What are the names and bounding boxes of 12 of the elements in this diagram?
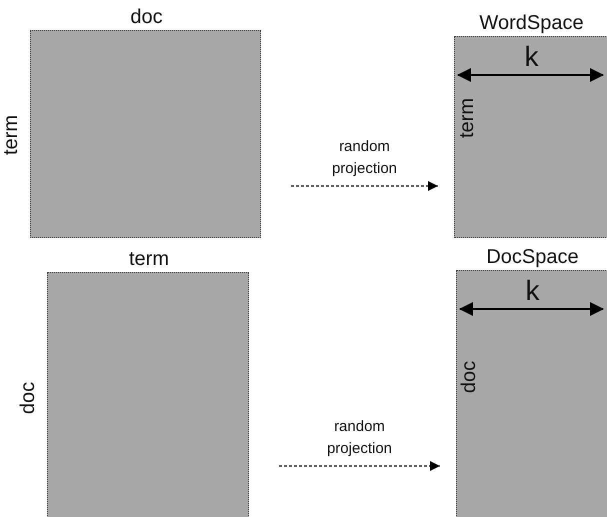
axis-label: doc xyxy=(459,360,479,394)
arrow xyxy=(279,461,440,471)
axis-label: doc xyxy=(18,382,38,414)
matrix-heading: doc xyxy=(130,7,163,27)
matrix-heading: DocSpace xyxy=(486,247,579,267)
matrix-heading: WordSpace xyxy=(479,13,584,33)
axis-label: term xyxy=(1,115,21,155)
dimension-label: k xyxy=(526,277,540,305)
dimension-label: k xyxy=(524,43,538,71)
arrow xyxy=(291,181,438,191)
matrix-heading: term xyxy=(129,249,169,269)
axis-label: term xyxy=(457,98,477,138)
